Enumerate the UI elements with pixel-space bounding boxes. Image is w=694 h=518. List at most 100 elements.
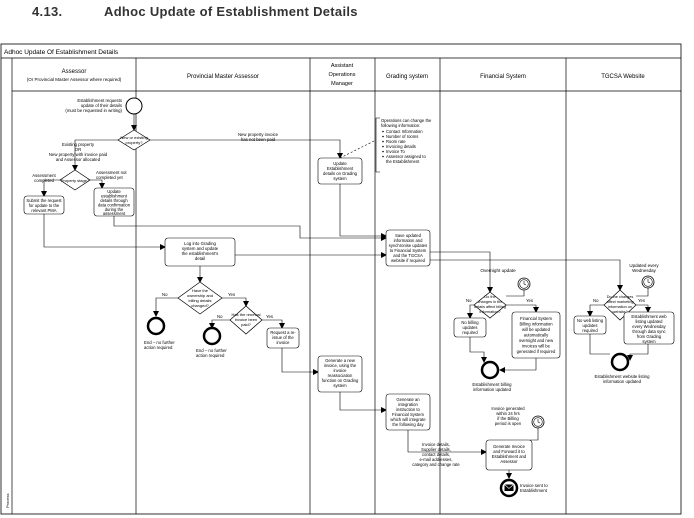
task-web-listing-updated-label: Establishment web listing updated every … bbox=[631, 314, 667, 344]
flow-integration-to-invoice bbox=[407, 428, 487, 455]
svg-text:synchronise updates: synchronise updates bbox=[389, 243, 427, 248]
task-generate-invoice-forward bbox=[485, 439, 533, 471]
gateway-new-or-existing-label: New or existing property? bbox=[120, 135, 147, 145]
flow-invoice-paid-no bbox=[209, 319, 230, 329]
svg-text:listing updated: listing updated bbox=[635, 319, 663, 324]
svg-text:Invoice To: Invoice To bbox=[386, 149, 405, 154]
svg-text:Establishment: Establishment bbox=[520, 488, 548, 493]
svg-text:Generate a new: Generate a new bbox=[325, 358, 356, 363]
flow-generate-to-integration bbox=[339, 392, 387, 413]
svg-text:New property with invoice paid: New property with invoice paid bbox=[49, 152, 108, 157]
svg-text:Assessment: Assessment bbox=[32, 173, 56, 178]
end-no-further-2-label: End – no further action required bbox=[196, 348, 227, 358]
svg-text:Assessment not: Assessment not bbox=[96, 170, 127, 175]
svg-text:and the TGCSA: and the TGCSA bbox=[393, 253, 423, 258]
task-generate-invoice-forward-label: Generate Invoice and Forward it to Estab… bbox=[492, 444, 527, 464]
svg-text:billing details: billing details bbox=[189, 298, 212, 303]
svg-text:Save updated: Save updated bbox=[395, 233, 422, 238]
task-update-details-assessor-label: Update establishment details through dat… bbox=[98, 189, 131, 216]
svg-text:required: required bbox=[462, 330, 478, 335]
svg-text:Establishment website listing: Establishment website listing bbox=[595, 374, 651, 379]
assessment-not-completed-label: Assessment not completed yet bbox=[96, 170, 127, 180]
svg-text:Establishment billing: Establishment billing bbox=[472, 382, 512, 387]
pool-side-label: Process bbox=[5, 494, 10, 508]
svg-text:generated if required: generated if required bbox=[517, 349, 556, 354]
svg-text:the following day: the following day bbox=[392, 422, 424, 427]
end-event-ownership bbox=[146, 316, 166, 336]
end-no-further-1-label: End – no further action required bbox=[144, 340, 175, 350]
svg-text:Existing property: Existing property bbox=[62, 142, 95, 147]
flow-fin-yes bbox=[506, 304, 539, 313]
svg-text:the Establishment: the Establishment bbox=[386, 159, 420, 164]
svg-text:completed yet: completed yet bbox=[96, 175, 124, 180]
gateway-invoice-paid-label: Has the renewal invoice been paid? bbox=[232, 312, 261, 327]
svg-text:information?: information? bbox=[480, 310, 501, 314]
flow-new-property-invoice bbox=[150, 139, 343, 159]
svg-text:issue of the: issue of the bbox=[272, 335, 294, 340]
gateway-ownership bbox=[177, 281, 223, 315]
svg-text:and Assessor allocated: and Assessor allocated bbox=[56, 157, 101, 162]
svg-text:relevant PMA: relevant PMA bbox=[31, 208, 56, 213]
svg-text:Assessor assigned to: Assessor assigned to bbox=[386, 154, 426, 159]
svg-text:required: required bbox=[582, 328, 598, 333]
task-generate-integration bbox=[385, 393, 431, 431]
task-submit-request-label: Submit the request for update to the rel… bbox=[26, 198, 62, 213]
task-financial-billing-update bbox=[511, 311, 561, 359]
lane-subtitle-assessor: (Or Provincial Master Assessor where req… bbox=[27, 77, 122, 82]
svg-text:Log into Grading: Log into Grading bbox=[184, 241, 216, 246]
flow-no-billing-to-end bbox=[469, 337, 487, 363]
end-website-updated-label: Establishment website listing informatio… bbox=[595, 374, 651, 384]
svg-text:Room rate: Room rate bbox=[386, 139, 406, 144]
svg-text:to Financial System: to Financial System bbox=[390, 248, 427, 253]
envelope-icon bbox=[504, 484, 514, 491]
svg-text:system and update: system and update bbox=[182, 246, 219, 251]
svg-text:Generate an: Generate an bbox=[396, 397, 420, 402]
flow-reissue-to-generate bbox=[281, 348, 319, 375]
svg-text:automatically: automatically bbox=[524, 333, 549, 338]
gateway-new-or-existing bbox=[117, 129, 151, 151]
svg-text:Invoice sent to: Invoice sent to bbox=[520, 483, 548, 488]
task-login-grading-label: Log into Grading system and update the e… bbox=[182, 241, 219, 261]
svg-text:within 24 hrs: within 24 hrs bbox=[496, 411, 520, 416]
svg-text:contact details,: contact details, bbox=[422, 452, 450, 457]
fin-no-label: No bbox=[466, 298, 472, 303]
svg-text:invoice, using the: invoice, using the bbox=[324, 363, 357, 368]
task-no-billing-updates-label: No billing updates required bbox=[461, 320, 479, 335]
updated-every-wednesday-label: Updated every Wednesday bbox=[629, 263, 659, 273]
ops-info-bullets bbox=[382, 130, 384, 158]
svg-text:which will integrate: which will integrate bbox=[390, 417, 426, 422]
svg-text:No web listing: No web listing bbox=[577, 318, 604, 323]
lane-title-aom-1: Assistant bbox=[331, 63, 354, 69]
svg-text:e-mail addresses,: e-mail addresses, bbox=[419, 457, 452, 462]
flow-update-to-save bbox=[113, 215, 387, 241]
clock-hands bbox=[647, 279, 651, 284]
svg-text:Have the: Have the bbox=[192, 288, 209, 293]
svg-text:Request a re-: Request a re- bbox=[270, 330, 296, 335]
connectors bbox=[41, 114, 651, 479]
svg-text:overnight and new: overnight and new bbox=[519, 338, 554, 343]
svg-text:following information:: following information: bbox=[381, 123, 420, 128]
task-update-grading-aom-label: Update Establishment details on Grading … bbox=[323, 161, 358, 181]
gateway-ownership-label: Have the ownership and billing details c… bbox=[187, 288, 213, 308]
svg-text:Establishment web: Establishment web bbox=[631, 314, 667, 319]
svg-text:action required: action required bbox=[144, 345, 173, 350]
svg-text:information updated: information updated bbox=[603, 379, 642, 384]
svg-text:details affect billing: details affect billing bbox=[474, 305, 506, 309]
svg-text:Establishment and: Establishment and bbox=[492, 454, 527, 459]
svg-text:paid?: paid? bbox=[241, 322, 252, 327]
svg-text:function on Grading: function on Grading bbox=[322, 378, 359, 383]
svg-text:ownership and: ownership and bbox=[187, 293, 213, 298]
pool-title: Adhoc Update Of Establishment Details bbox=[4, 49, 119, 56]
task-no-billing-updates bbox=[453, 317, 487, 338]
svg-text:Supplier details,: Supplier details, bbox=[421, 447, 451, 452]
gateway-property-stage bbox=[59, 169, 91, 191]
svg-text:invoice been: invoice been bbox=[235, 317, 257, 322]
svg-text:from Grading: from Grading bbox=[637, 334, 662, 339]
svg-text:system: system bbox=[333, 176, 347, 181]
ops-info-bracket bbox=[375, 117, 380, 173]
svg-text:Do the: Do the bbox=[484, 295, 495, 299]
svg-text:Invoice details,: Invoice details, bbox=[422, 442, 450, 447]
flow-assessment-completed bbox=[41, 179, 60, 197]
lane-title-aom-2: Operations bbox=[329, 72, 356, 78]
